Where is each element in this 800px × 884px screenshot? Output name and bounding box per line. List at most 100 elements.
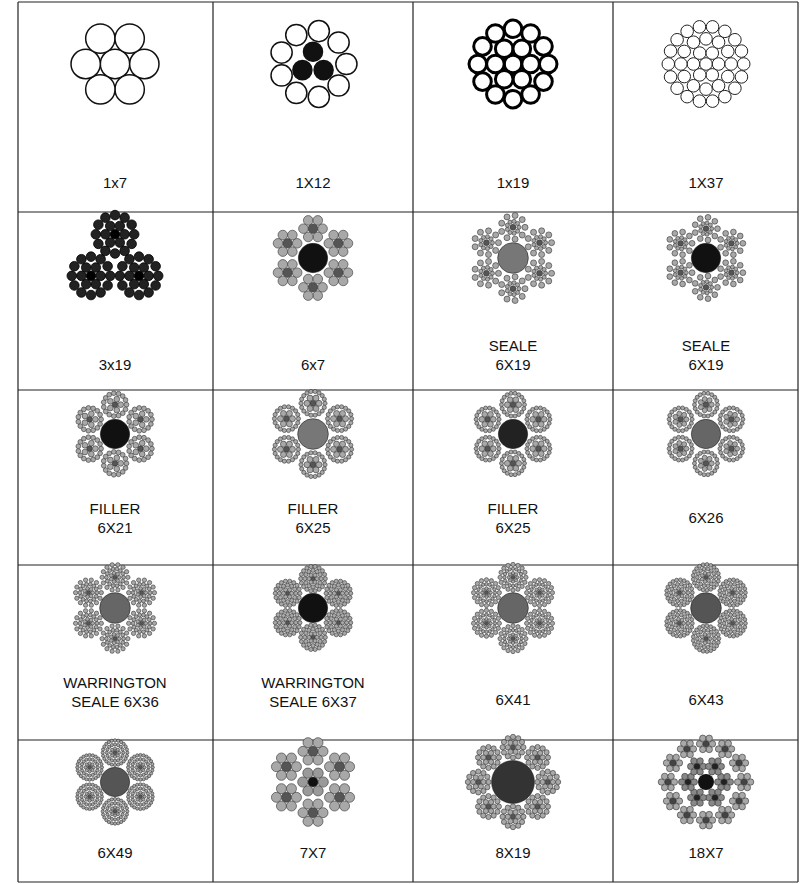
wire bbox=[105, 271, 115, 281]
wire bbox=[298, 621, 302, 625]
wire bbox=[481, 266, 485, 270]
wire bbox=[532, 609, 536, 613]
wire bbox=[304, 581, 308, 585]
wire bbox=[100, 637, 104, 641]
wire bbox=[680, 618, 684, 622]
wire bbox=[514, 573, 517, 576]
rope-core bbox=[691, 593, 722, 624]
wire bbox=[124, 461, 129, 466]
wire bbox=[707, 456, 712, 461]
wire bbox=[488, 619, 491, 622]
wire bbox=[488, 451, 494, 457]
wire bbox=[493, 600, 497, 604]
wire bbox=[680, 281, 686, 287]
wire bbox=[313, 589, 317, 593]
wire bbox=[318, 573, 322, 577]
rope-core bbox=[100, 593, 131, 624]
wire bbox=[487, 25, 505, 43]
wire bbox=[672, 260, 678, 266]
wire bbox=[78, 631, 82, 635]
wire bbox=[701, 624, 705, 628]
wire bbox=[479, 633, 483, 637]
wire bbox=[738, 587, 742, 591]
wire bbox=[309, 451, 313, 455]
wire bbox=[486, 282, 492, 288]
wire bbox=[126, 575, 130, 579]
wire bbox=[109, 577, 113, 581]
wire bbox=[340, 405, 344, 409]
wire bbox=[105, 579, 109, 583]
wire bbox=[547, 630, 551, 634]
wire bbox=[286, 82, 307, 103]
wire bbox=[488, 630, 491, 633]
strand bbox=[499, 274, 528, 304]
wire bbox=[488, 411, 494, 417]
wire bbox=[538, 429, 542, 433]
wire bbox=[707, 633, 711, 637]
wire bbox=[296, 417, 300, 421]
wire bbox=[526, 451, 530, 455]
wire bbox=[662, 58, 675, 71]
wire bbox=[86, 458, 91, 463]
wire bbox=[531, 437, 535, 441]
grid-line bbox=[412, 2, 413, 882]
wire bbox=[313, 216, 323, 226]
wire bbox=[133, 420, 139, 426]
wire bbox=[680, 258, 686, 264]
wire bbox=[346, 583, 350, 587]
wire bbox=[727, 429, 731, 433]
wire bbox=[488, 599, 491, 602]
wire bbox=[105, 640, 109, 644]
wire bbox=[109, 639, 113, 643]
wire bbox=[528, 612, 532, 616]
wire bbox=[343, 617, 347, 621]
wire bbox=[693, 407, 697, 411]
wire bbox=[297, 595, 301, 599]
wire bbox=[538, 458, 542, 462]
grid-line bbox=[18, 564, 798, 565]
wire bbox=[520, 637, 523, 640]
wire bbox=[717, 637, 721, 641]
wire bbox=[548, 447, 552, 451]
wire bbox=[519, 232, 525, 238]
strand bbox=[691, 563, 720, 593]
wire bbox=[697, 236, 703, 242]
wire bbox=[544, 241, 548, 245]
wire bbox=[472, 266, 478, 272]
wire bbox=[139, 451, 145, 457]
wire bbox=[110, 588, 114, 592]
wire bbox=[506, 648, 510, 652]
wire bbox=[732, 609, 736, 613]
strand bbox=[498, 624, 528, 654]
wire bbox=[699, 287, 703, 291]
wire bbox=[700, 577, 704, 581]
wire bbox=[124, 642, 128, 646]
wire bbox=[83, 634, 87, 638]
wire bbox=[338, 247, 348, 257]
wire bbox=[335, 405, 339, 409]
strand bbox=[115, 252, 163, 300]
wire bbox=[489, 579, 493, 583]
wire bbox=[710, 227, 714, 231]
wire bbox=[349, 443, 353, 447]
wire bbox=[89, 618, 93, 622]
strand bbox=[127, 406, 155, 434]
strand bbox=[472, 228, 501, 258]
wire bbox=[340, 435, 344, 439]
wire bbox=[331, 406, 335, 410]
wire bbox=[292, 268, 302, 278]
wire bbox=[343, 427, 347, 431]
wire bbox=[121, 572, 125, 576]
wire bbox=[81, 407, 86, 412]
wire bbox=[313, 647, 317, 651]
wire bbox=[325, 417, 329, 421]
wire bbox=[488, 458, 492, 462]
wire bbox=[86, 290, 96, 300]
wire bbox=[537, 270, 543, 276]
wire bbox=[116, 624, 120, 628]
wire bbox=[525, 266, 531, 272]
wire bbox=[286, 435, 290, 439]
wire bbox=[732, 634, 736, 638]
wire bbox=[500, 465, 504, 469]
wire bbox=[721, 45, 734, 58]
